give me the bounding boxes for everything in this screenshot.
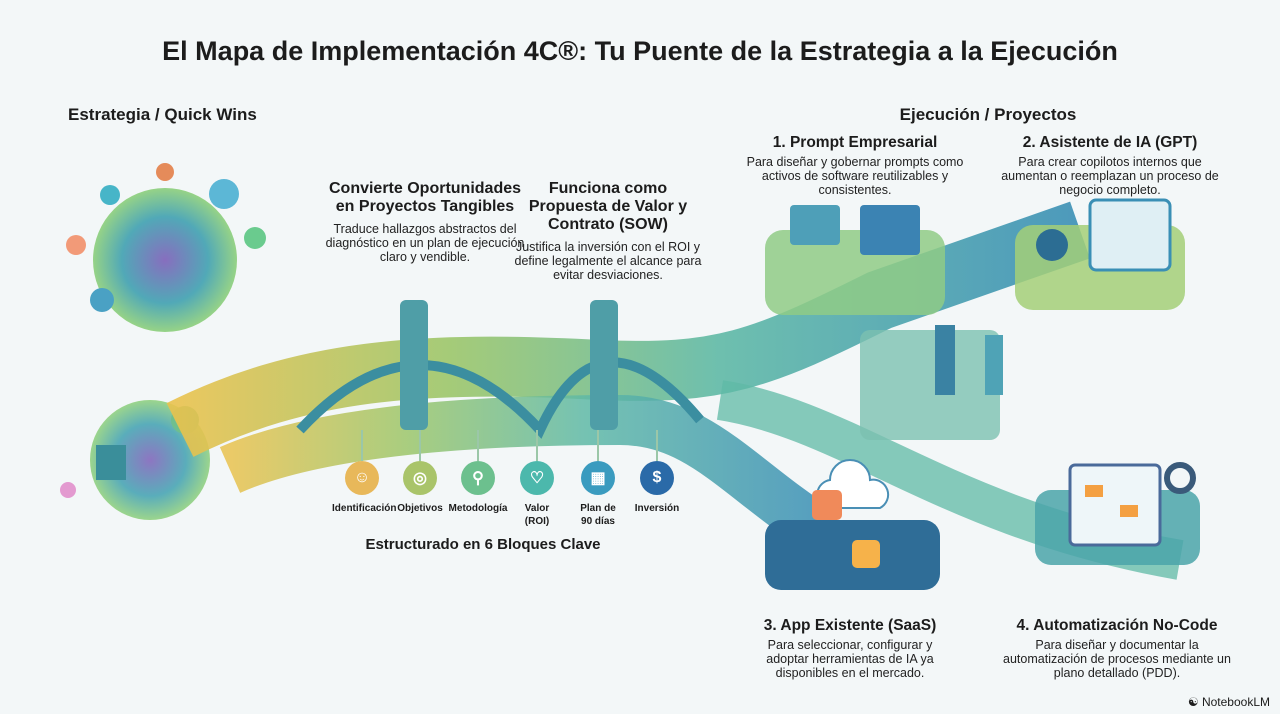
project-title: 3. App Existente (SaaS)	[763, 617, 937, 634]
notebooklm-logo-icon: ☯	[1187, 695, 1199, 709]
project-desc: Para crear copilotos internos que aument…	[1001, 155, 1219, 197]
execution-section-label: Ejecución / Proyectos	[899, 105, 1077, 124]
project-1: 1. Prompt Empresarial Para diseñar y gob…	[745, 134, 965, 197]
person-icon: ☺	[345, 461, 379, 495]
block-label: Plan de 90 días	[580, 503, 616, 527]
heart-check-icon: ♡	[520, 461, 554, 495]
bridge-point-desc: Justifica la inversión con el ROI y defi…	[514, 240, 702, 282]
block-label: Inversión	[634, 503, 680, 514]
project-title: 4. Automatización No-Code	[1016, 617, 1218, 634]
bridge-point-title: Funciona como Propuesta de Valor y Contr…	[528, 180, 688, 233]
bridge-arches	[296, 357, 704, 439]
target-icon: ◎	[403, 461, 437, 495]
page-title: El Mapa de Implementación 4C®: Tu Puente…	[162, 36, 1118, 66]
block-label: Valor (ROI)	[524, 503, 550, 527]
project-desc: Para seleccionar, configurar y adoptar h…	[766, 638, 934, 680]
project-2: 2. Asistente de IA (GPT) Para crear copi…	[1000, 134, 1220, 197]
bridge-tower	[400, 300, 428, 430]
block-label: Identificación	[332, 503, 397, 514]
city-blocks	[860, 330, 1000, 440]
watermark-text: NotebookLM	[1201, 695, 1270, 709]
magnifier-icon: ⚲	[461, 461, 495, 495]
strategy-section-label: Estrategia / Quick Wins	[68, 105, 257, 124]
block-label: Objetivos	[397, 503, 443, 514]
bridge-tower	[590, 300, 618, 430]
notebooklm-watermark: ☯ NotebookLM	[1188, 695, 1270, 709]
project-3: 3. App Existente (SaaS) Para seleccionar…	[745, 617, 955, 680]
bridge-point-1: Convierte Oportunidades en Proyectos Tan…	[325, 180, 525, 264]
project-title: 2. Asistente de IA (GPT)	[1022, 134, 1198, 151]
blocks-caption: Estructurado en 6 Bloques Clave	[365, 536, 601, 553]
project-title: 1. Prompt Empresarial	[772, 134, 938, 151]
bridge-point-2: Funciona como Propuesta de Valor y Contr…	[513, 180, 703, 282]
calendar-icon: ▦	[581, 461, 615, 495]
bridge-point-title: Convierte Oportunidades en Proyectos Tan…	[328, 180, 522, 215]
money-hand-icon: $	[640, 461, 674, 495]
project-desc: Para diseñar y gobernar prompts como act…	[746, 155, 964, 197]
project-4: 4. Automatización No-Code Para diseñar y…	[1002, 617, 1232, 680]
block-label: Metodología	[448, 503, 508, 514]
project-desc: Para diseñar y documentar la automatizac…	[1003, 638, 1231, 680]
bridge-point-desc: Traduce hallazgos abstractos del diagnós…	[325, 222, 525, 264]
